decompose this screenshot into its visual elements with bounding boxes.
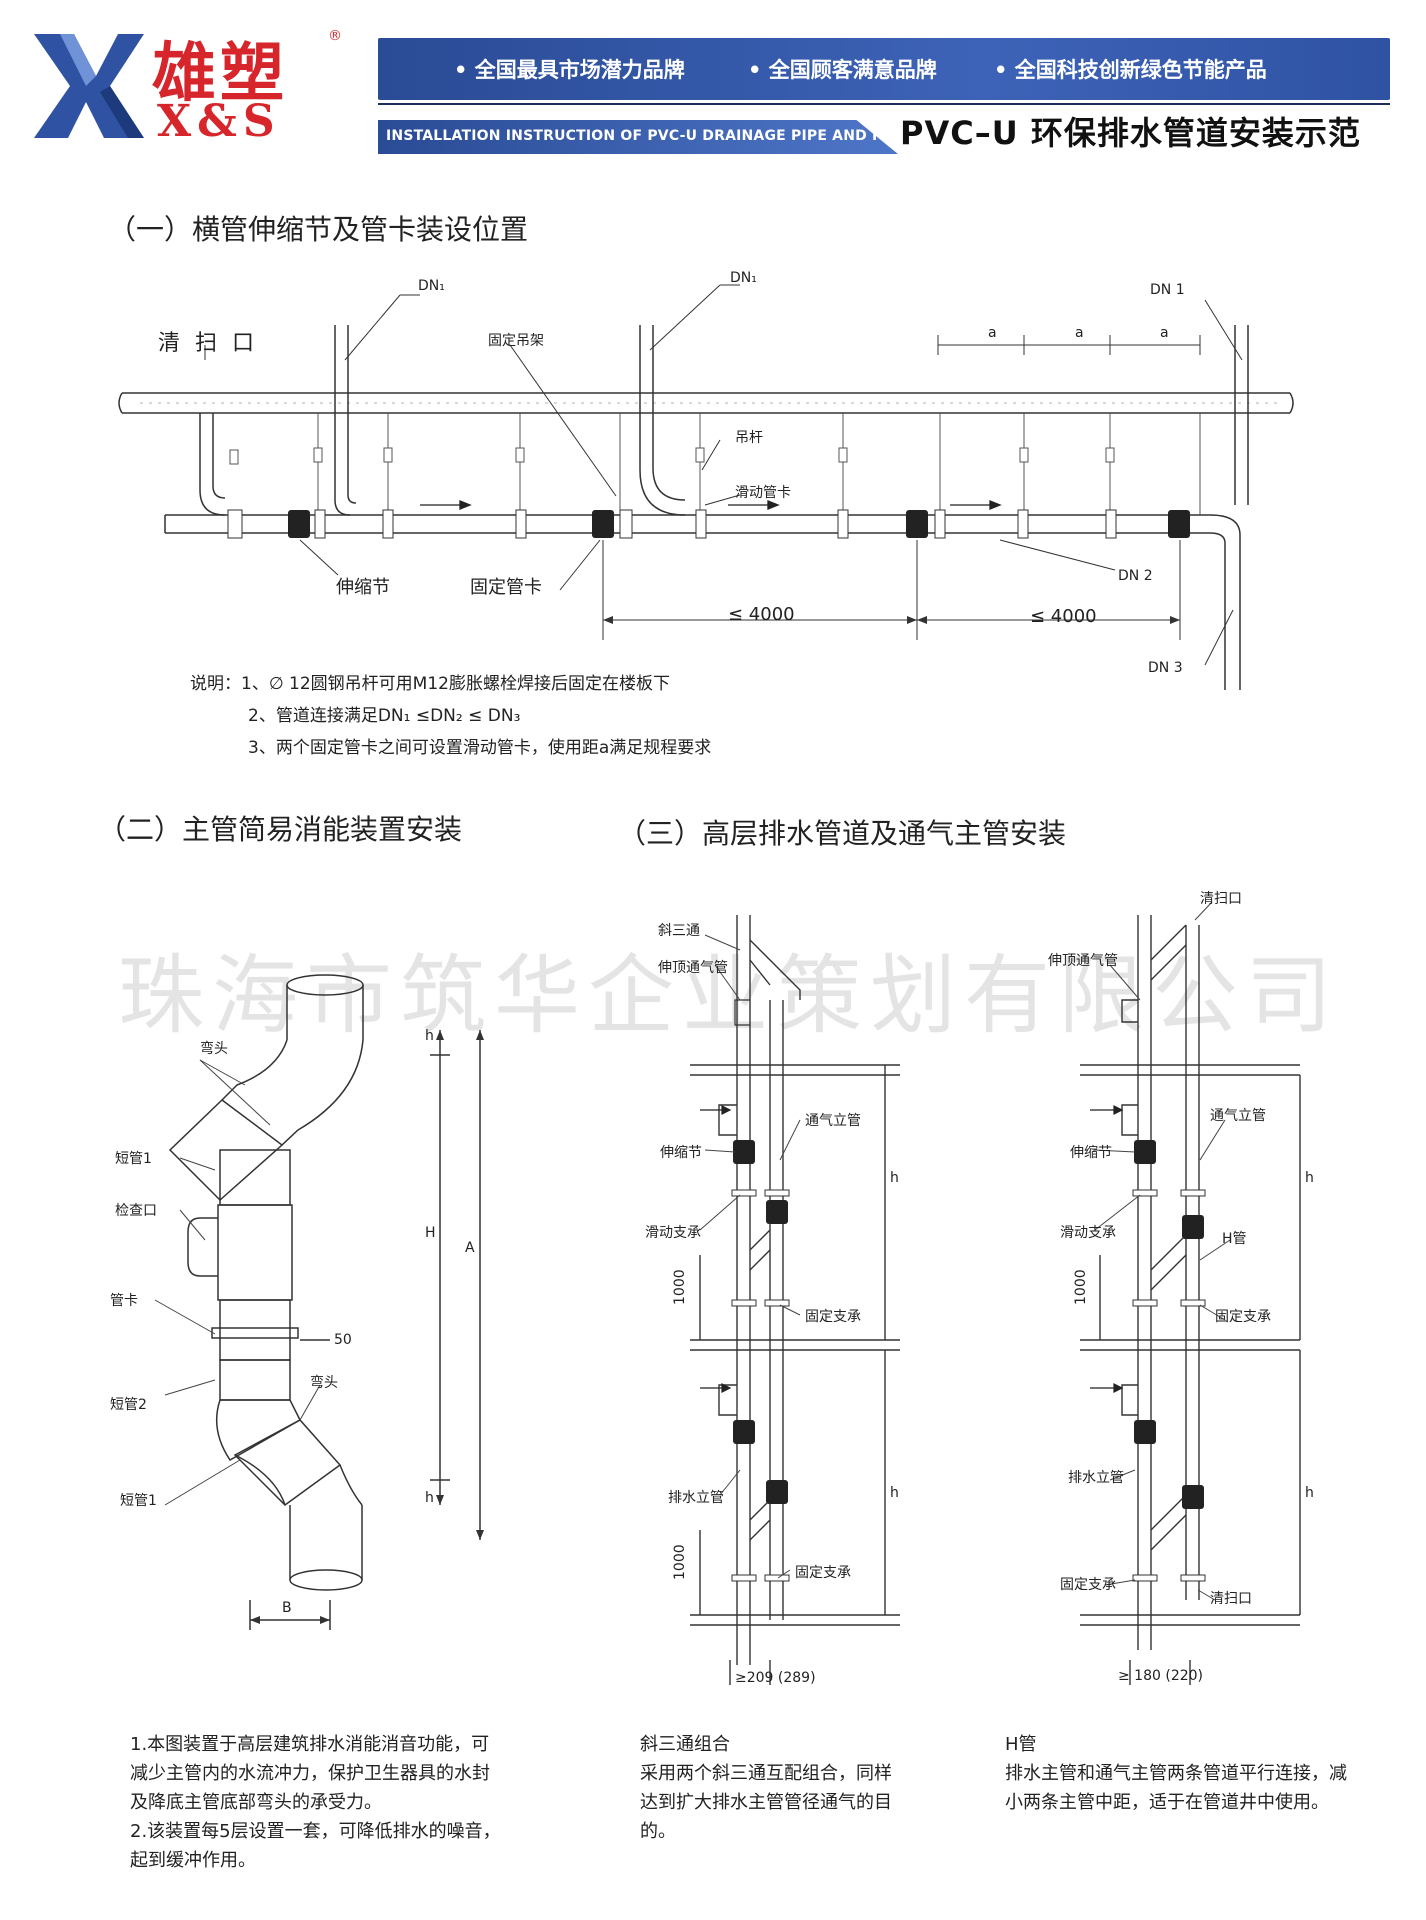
label-dn3: DN 3	[1148, 660, 1183, 676]
section-2-title: （二）主管简易消能装置安装	[98, 813, 463, 846]
caption-oblique-tee-title: 斜三通组合	[640, 1734, 730, 1755]
label-dn1-a: DN₁	[418, 278, 445, 294]
label-elbow-top: 弯头	[200, 1041, 228, 1057]
label-sliding-clamp: 滑动管卡	[735, 485, 791, 501]
note-2: 2、管道连接满足DN₁ ≤DN₂ ≤ DN₃	[248, 706, 521, 726]
section-2-description: 1.本图装置于高层建筑排水消能消音功能，可 减少主管内的水流冲力，保护卫生器具的…	[130, 1730, 580, 1875]
dim-50: 50	[334, 1332, 352, 1348]
s3r-fixed-support-1: 固定支承	[1215, 1309, 1271, 1325]
s3r-sliding-support: 滑动支承	[1060, 1225, 1116, 1241]
label-spacing-a1: a	[988, 325, 997, 341]
label-spacing-a3: a	[1160, 325, 1169, 341]
s3l-dim-1000-a: 1000	[672, 1269, 688, 1305]
note-3: 3、两个固定管卡之间可设置滑动管卡，使用距a满足规程要求	[248, 738, 712, 758]
label-short-pipe-1a: 短管1	[115, 1151, 152, 1167]
header-divider	[378, 103, 1390, 105]
ceiling-slab	[118, 392, 1294, 414]
section-3-title: （三）高层排水管道及通气主管安装	[618, 817, 1067, 850]
label-fixed-clamp: 固定管卡	[470, 577, 542, 598]
s3l-dim-h-a: h	[890, 1170, 899, 1186]
dim-h-bottom: h	[425, 1490, 434, 1506]
caption-h-pipe-title: H管	[1005, 1734, 1037, 1755]
s3r-dim-h-a: h	[1305, 1170, 1314, 1186]
caption-oblique-line-3: 的。	[640, 1821, 676, 1842]
label-elbow-bottom: 弯头	[310, 1375, 338, 1391]
s3l-sliding-support: 滑动支承	[645, 1225, 701, 1241]
slogan-1: • 全国最具市场潜力品牌	[454, 58, 685, 82]
caption-h-line-1: 排水主管和通气主管两条管道平行连接，减	[1005, 1763, 1347, 1784]
dim-B: B	[282, 1600, 292, 1616]
s3r-roof-vent: 伸顶通气管	[1048, 953, 1118, 969]
caption-h-line-2: 小两条主管中距，适于在管道井中使用。	[1005, 1792, 1329, 1813]
s3l-vent-riser: 通气立管	[805, 1113, 861, 1129]
s3r-fixed-support-2: 固定支承	[1060, 1577, 1116, 1593]
s3l-fixed-support-1: 固定支承	[805, 1309, 861, 1325]
desc-line-1: 1.本图装置于高层建筑排水消能消音功能，可	[130, 1734, 490, 1755]
desc-line-5: 起到缓冲作用。	[130, 1850, 256, 1871]
label-spacing-a2: a	[1075, 325, 1084, 341]
expansion-joints	[288, 510, 1190, 538]
s3r-cleanout-bottom: 清扫口	[1210, 1591, 1252, 1607]
s3l-dim-h-b: h	[890, 1485, 899, 1501]
label-short-pipe-2: 短管2	[110, 1397, 147, 1413]
instruction-en: INSTALLATION INSTRUCTION OF PVC-U DRAINA…	[386, 128, 937, 144]
s3l-expansion-joint: 伸缩节	[660, 1145, 702, 1161]
slogan-2: • 全国顾客满意品牌	[748, 58, 937, 82]
s3r-spacing: ≥ 180 (220)	[1118, 1668, 1203, 1684]
s3r-drain-riser: 排水立管	[1068, 1470, 1124, 1486]
page-title: PVC–U 环保排水管道安装示范	[900, 114, 1361, 152]
s3r-expansion-joint: 伸缩节	[1070, 1145, 1112, 1161]
label-expansion-joint: 伸缩节	[336, 577, 390, 598]
slogan-bar: • 全国最具市场潜力品牌 • 全国顾客满意品牌 • 全国科技创新绿色节能产品	[378, 38, 1390, 100]
caption-oblique-tee: 斜三通组合 采用两个斜三通互配组合，同样 达到扩大排水主管管径通气的目 的。	[640, 1730, 970, 1846]
dim-H: H	[425, 1225, 436, 1241]
s3l-roof-vent: 伸顶通气管	[658, 960, 728, 976]
registered-mark: ®	[328, 28, 342, 44]
caption-oblique-line-1: 采用两个斜三通互配组合，同样	[640, 1763, 892, 1784]
s3r-dim-1000: 1000	[1073, 1269, 1089, 1305]
dim-h-top: h	[425, 1028, 434, 1044]
label-clamp: 管卡	[110, 1293, 138, 1309]
desc-line-2: 减少主管内的水流冲力，保护卫生器具的水封	[130, 1763, 490, 1784]
s3l-drain-riser: 排水立管	[668, 1490, 724, 1506]
brand-name-cn: 雄塑	[152, 37, 288, 111]
brand-logo-icon	[34, 34, 144, 138]
label-dn1-c: DN 1	[1150, 282, 1185, 298]
brand-name-en: X&S	[157, 96, 281, 147]
slogan-3: • 全国科技创新绿色节能产品	[994, 58, 1267, 82]
label-dim-4000-2: ≤ 4000	[1030, 606, 1097, 627]
s3l-oblique-tee: 斜三通	[658, 923, 700, 939]
instruction-bar	[378, 120, 898, 154]
label-fixed-hanger: 固定吊架	[488, 333, 544, 349]
horizontal-pipe	[164, 514, 1210, 534]
s3r-vent-riser: 通气立管	[1210, 1108, 1266, 1124]
label-short-pipe-1b: 短管1	[120, 1493, 157, 1509]
label-dn2: DN 2	[1118, 568, 1153, 584]
dim-A: A	[465, 1240, 475, 1256]
section-1-title: （一）横管伸缩节及管卡装设位置	[108, 213, 529, 246]
s3r-dim-h-b: h	[1305, 1485, 1314, 1501]
s3r-cleanout-top: 清扫口	[1200, 891, 1242, 907]
label-inspection-port: 检查口	[115, 1203, 157, 1219]
label-dn1-b: DN₁	[730, 270, 757, 286]
s3l-dim-1000-b: 1000	[672, 1544, 688, 1580]
caption-oblique-line-2: 达到扩大排水主管管径通气的目	[640, 1792, 892, 1813]
label-dim-4000-1: ≤ 4000	[728, 604, 795, 625]
s3r-h-pipe: H管	[1222, 1231, 1247, 1247]
note-1: 说明：1、∅ 12圆钢吊杆可用M12膨胀螺栓焊接后固定在楼板下	[190, 674, 670, 694]
watermark: 珠海市筑华企业策划有限公司	[118, 946, 1340, 1046]
s3l-fixed-support-2: 固定支承	[795, 1565, 851, 1581]
desc-line-4: 2.该装置每5层设置一套，可降低排水的噪音，	[130, 1821, 501, 1842]
label-cleanout: 清 扫 口	[158, 331, 258, 356]
caption-h-pipe: H管 排水主管和通气主管两条管道平行连接，减 小两条主管中距，适于在管道井中使用…	[1005, 1730, 1405, 1817]
s3l-spacing: ≥209 (289)	[735, 1670, 816, 1686]
label-rod: 吊杆	[735, 430, 763, 446]
desc-line-3: 及降底主管底部弯头的承受力。	[130, 1792, 382, 1813]
